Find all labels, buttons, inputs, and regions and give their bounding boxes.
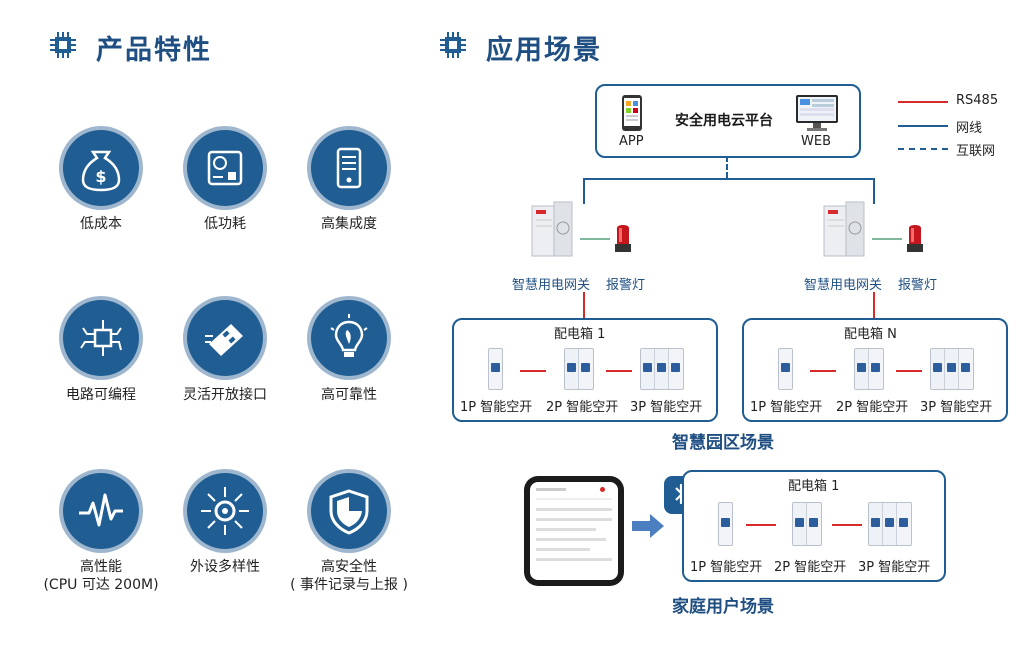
rs485-link <box>832 524 862 526</box>
ethernet-drop-2 <box>873 178 875 204</box>
ethernet-drop-1 <box>583 178 585 204</box>
feature-sublabel: ( 事件记录与上报 ) <box>290 577 408 593</box>
rs485-link <box>606 370 632 372</box>
feature-label: 灵活开放接口 <box>183 387 267 403</box>
feature-label: 外设多样性 <box>190 559 260 575</box>
feature-label: 高集成度 <box>321 216 377 232</box>
park-scene-title: 智慧园区场景 <box>672 433 774 453</box>
alarm-light-icon <box>907 225 923 252</box>
bulb-icon <box>311 300 387 376</box>
gateway-alarm-link <box>580 238 610 240</box>
money-bag-icon: $ <box>63 130 139 206</box>
rs485-link-2 <box>873 292 875 318</box>
svg-text:$: $ <box>95 167 106 186</box>
monitor-icon <box>796 95 838 131</box>
alarm-light-icon <box>615 225 631 252</box>
connector-icon <box>187 300 263 376</box>
rs485-link <box>520 370 546 372</box>
distribution-box-n: 配电箱 N 1P 智能空开 2P 智能空开 3P 智能空开 <box>742 318 1008 422</box>
arrow-right-icon <box>632 514 664 538</box>
gateway-device-icon <box>823 201 865 257</box>
breaker-3p-icon <box>930 348 974 390</box>
rs485-link <box>896 370 922 372</box>
legend-rs485-swatch <box>898 101 948 103</box>
box-name: 配电箱 1 <box>788 479 840 494</box>
left-panel: 产品特性 $ 低成本 低功耗 高集成度 电路可编程 灵活开放接口 高可靠性 高性… <box>0 0 420 646</box>
circuit-board-icon <box>187 130 263 206</box>
legend-label: 互联网 <box>956 144 996 159</box>
app-label: APP <box>619 134 644 149</box>
breaker-label: 1P 智能空开 <box>460 400 533 415</box>
rs485-link <box>810 370 836 372</box>
ethernet-trunk <box>583 178 873 180</box>
legend-label: RS485 <box>956 93 999 108</box>
breaker-label: 2P 智能空开 <box>836 400 909 415</box>
server-icon <box>311 130 387 206</box>
feature-label: 高可靠性 <box>321 387 377 403</box>
feature-label: 低功耗 <box>204 216 246 232</box>
feature-label: 低成本 <box>80 216 122 232</box>
internet-link <box>726 156 728 178</box>
cloud-platform-box: APP 安全用电云平台 WEB <box>595 84 861 158</box>
breaker-2p-icon <box>854 348 884 390</box>
rs485-link <box>746 524 776 526</box>
pulse-icon <box>63 473 139 549</box>
box-name: 配电箱 N <box>844 327 897 342</box>
legend-internet-swatch <box>898 148 948 150</box>
home-scene-title: 家庭用户场景 <box>672 597 774 617</box>
alarm-label: 报警灯 <box>898 278 938 293</box>
web-label: WEB <box>801 134 831 149</box>
breaker-2p-icon <box>564 348 594 390</box>
chip-circuit-icon <box>63 300 139 376</box>
breaker-label: 1P 智能空开 <box>750 400 823 415</box>
breaker-1p-icon <box>718 502 733 546</box>
phone-screen <box>530 482 618 580</box>
legend: RS485 网线 互联网 <box>898 92 1018 162</box>
platform-name: 安全用电云平台 <box>675 113 773 129</box>
legend-label: 网线 <box>956 121 983 136</box>
feature-label: 高性能 <box>80 559 122 575</box>
smartphone-mockup <box>524 476 624 586</box>
chip-icon <box>440 32 466 58</box>
gateway-device-icon <box>531 201 573 257</box>
breaker-3p-icon <box>640 348 684 390</box>
breaker-label: 3P 智能空开 <box>630 400 703 415</box>
breaker-label: 3P 智能空开 <box>858 560 931 575</box>
gear-network-icon <box>187 473 263 549</box>
features-title: 产品特性 <box>96 35 212 66</box>
breaker-label: 2P 智能空开 <box>546 400 619 415</box>
right-panel: 应用场景 APP 安全用电云平台 WEB RS485 网线 互联网 <box>420 0 1024 646</box>
phone-icon <box>622 95 642 131</box>
distribution-box-1: 配电箱 1 1P 智能空开 2P 智能空开 3P 智能空开 <box>452 318 718 422</box>
breaker-label: 2P 智能空开 <box>774 560 847 575</box>
breaker-1p-icon <box>778 348 793 390</box>
breaker-3p-icon <box>868 502 912 546</box>
shield-icon <box>311 473 387 549</box>
legend-ethernet-swatch <box>898 125 948 127</box>
breaker-1p-icon <box>488 348 503 390</box>
breaker-label: 1P 智能空开 <box>690 560 763 575</box>
breaker-label: 3P 智能空开 <box>920 400 993 415</box>
gateway-alarm-link <box>872 238 902 240</box>
scenarios-title: 应用场景 <box>486 35 602 66</box>
box-name: 配电箱 1 <box>554 327 606 342</box>
gateway-label: 智慧用电网关 <box>804 278 883 293</box>
gateway-label: 智慧用电网关 <box>512 278 591 293</box>
rs485-link-1 <box>583 292 585 318</box>
feature-sublabel: (CPU 可达 200M) <box>43 577 159 593</box>
home-distribution-box: 配电箱 1 1P 智能空开 2P 智能空开 3P 智能空开 <box>682 470 946 582</box>
feature-label: 电路可编程 <box>66 387 136 403</box>
feature-label: 高安全性 <box>321 559 377 575</box>
breaker-2p-icon <box>792 502 822 546</box>
chip-icon <box>50 32 76 58</box>
alarm-label: 报警灯 <box>606 278 646 293</box>
